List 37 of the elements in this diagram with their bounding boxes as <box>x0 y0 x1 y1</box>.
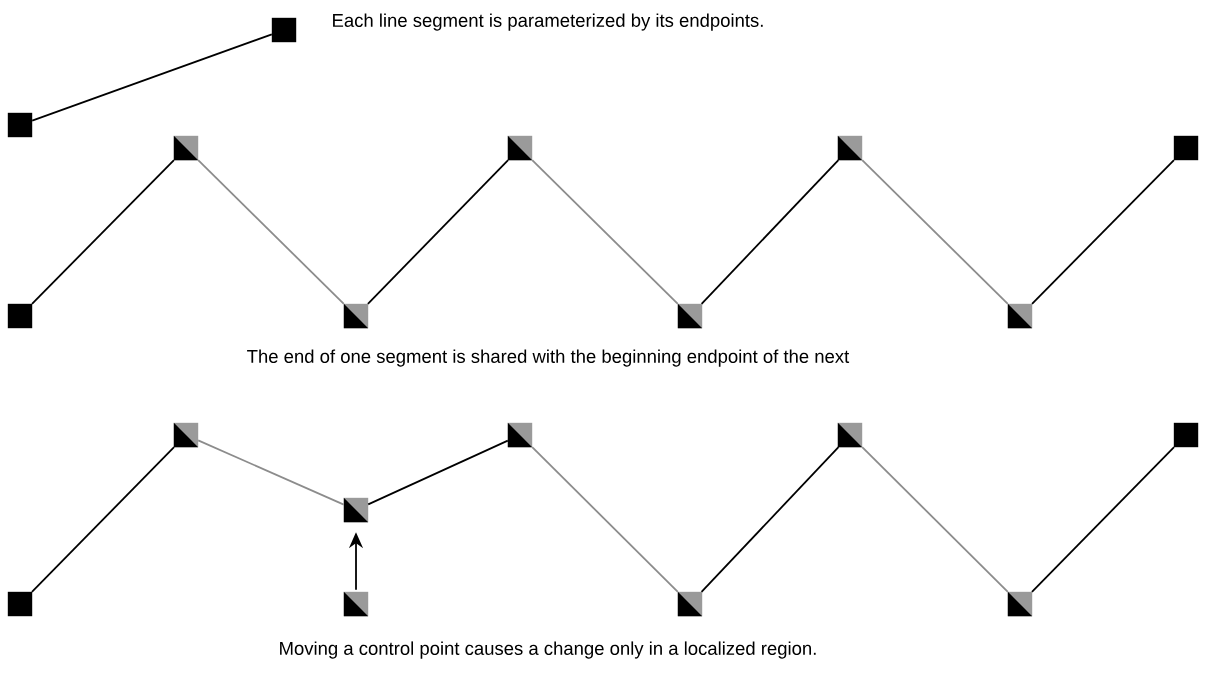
control-point-square <box>343 303 369 329</box>
line-segment <box>1031 159 1175 305</box>
line-segment <box>531 446 679 593</box>
control-point-square <box>173 422 199 448</box>
control-point-square <box>343 497 369 523</box>
control-point-square <box>507 135 533 161</box>
line-segment <box>367 159 509 305</box>
control-point-square <box>1173 135 1199 161</box>
control-point-square <box>343 591 369 617</box>
line-segment <box>197 159 345 305</box>
line-segment <box>367 439 509 506</box>
line-segment <box>861 159 1009 305</box>
control-point-square <box>7 591 33 617</box>
control-point-square <box>677 591 703 617</box>
line-segment <box>31 159 175 305</box>
control-point-square <box>1007 303 1033 329</box>
control-point-square <box>173 135 199 161</box>
control-point-square <box>677 303 703 329</box>
line-segment <box>1031 446 1175 593</box>
caption-text: The end of one segment is shared with the beginning endpoint of the next <box>247 349 850 367</box>
control-point-square <box>1173 422 1199 448</box>
control-point-square <box>837 422 863 448</box>
caption-text: Each line segment is parameterized by its endpoints. <box>333 13 763 31</box>
line-segment <box>700 159 840 305</box>
control-point-square <box>7 303 33 329</box>
control-point-square <box>7 112 33 138</box>
line-segment <box>31 33 273 122</box>
control-point-square <box>837 135 863 161</box>
control-point-square <box>1007 591 1033 617</box>
line-segment <box>700 446 840 593</box>
line-segment <box>861 446 1009 593</box>
caption-text: Moving a control point causes a change only in a localized region. <box>280 641 816 659</box>
control-point-square <box>507 422 533 448</box>
line-segment <box>31 446 175 593</box>
line-segment <box>197 439 345 506</box>
line-segment <box>531 159 679 305</box>
control-point-square <box>271 17 297 43</box>
